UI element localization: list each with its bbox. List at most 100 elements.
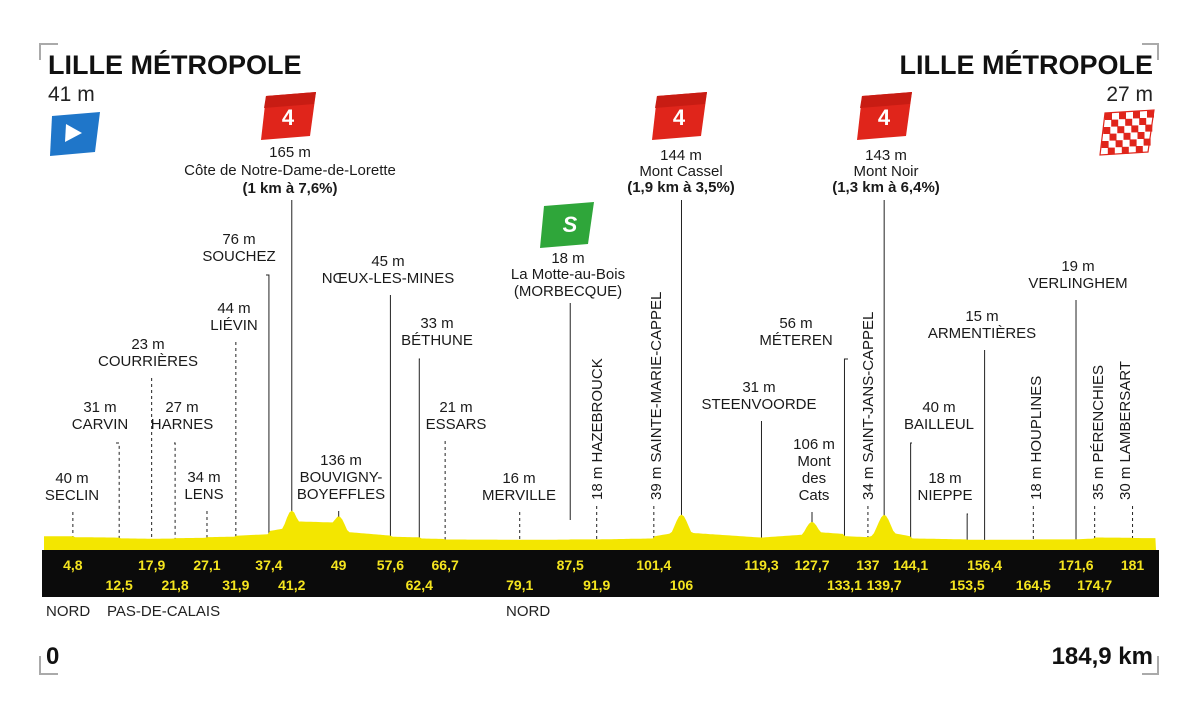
distance-start: 0 bbox=[46, 643, 59, 670]
km-label: 133,1 bbox=[827, 577, 862, 593]
finish-flag-icon bbox=[1099, 109, 1155, 156]
place-name: LENS bbox=[184, 486, 223, 503]
place-name: 30 m LAMBERSART bbox=[1117, 361, 1134, 500]
place-name: Cats bbox=[799, 487, 830, 504]
place-altitude: 136 m bbox=[320, 452, 362, 469]
km-label: 87,5 bbox=[557, 557, 584, 573]
place-name: 18 m HAZEBROUCK bbox=[589, 358, 606, 500]
place-name: BOYEFFLES bbox=[297, 486, 385, 503]
climb-detail: (1,3 km à 6,4%) bbox=[832, 179, 940, 196]
climb-3: 4 bbox=[857, 92, 912, 140]
km-label: 181 bbox=[1121, 557, 1145, 573]
sprint-badge-icon bbox=[540, 202, 594, 248]
place-name: LIÉVIN bbox=[210, 317, 258, 334]
place-label-vertical: 18 m HOUPLINES bbox=[1028, 376, 1045, 500]
sprint-marker: S bbox=[540, 202, 594, 248]
place-name: Mont bbox=[797, 453, 831, 470]
place-name: COURRIÈRES bbox=[98, 353, 198, 370]
leader-line bbox=[266, 274, 270, 548]
climb-badge-shade bbox=[655, 92, 707, 108]
place-name: SOUCHEZ bbox=[202, 248, 275, 265]
finish-flag-square bbox=[1109, 133, 1117, 141]
leader-line bbox=[174, 442, 176, 548]
place-altitude: 76 m bbox=[222, 231, 255, 248]
place-label-vertical: 35 m PÉRENCHIES bbox=[1090, 365, 1107, 500]
region-nord-2: NORD bbox=[506, 603, 550, 620]
climb-badge-shade bbox=[264, 92, 316, 108]
finish-flag-square bbox=[1117, 126, 1125, 134]
place-name: CARVIN bbox=[72, 416, 128, 433]
finish-flag-square bbox=[1121, 146, 1129, 154]
finish-flag-square bbox=[1131, 125, 1139, 133]
place-altitude: 56 m bbox=[779, 315, 812, 332]
elevation-profile bbox=[44, 510, 1156, 550]
finish-flag-square bbox=[1135, 146, 1143, 153]
place-altitude: 18 m bbox=[928, 470, 961, 487]
climb-name: Mont Cassel bbox=[639, 163, 722, 180]
finish-title: LILLE MÉTROPOLE bbox=[900, 49, 1154, 80]
sprint-label: S bbox=[563, 212, 578, 237]
place-name: ARMENTIÈRES bbox=[928, 325, 1036, 342]
km-label: 137 bbox=[856, 557, 880, 573]
km-label: 4,8 bbox=[63, 557, 83, 573]
climb-category: 4 bbox=[878, 105, 891, 130]
km-label: 66,7 bbox=[432, 557, 459, 573]
km-label: 12,5 bbox=[106, 577, 133, 593]
km-label: 41,2 bbox=[278, 577, 305, 593]
place-altitude: 16 m bbox=[502, 470, 535, 487]
place-altitude: 40 m bbox=[55, 470, 88, 487]
km-label: 171,6 bbox=[1058, 557, 1093, 573]
finish-flag-square bbox=[1103, 127, 1111, 134]
frame-brackets bbox=[39, 43, 1159, 675]
km-label: 37,4 bbox=[255, 557, 282, 573]
start-title: LILLE MÉTROPOLE bbox=[48, 49, 302, 80]
climb-altitude: 144 m bbox=[660, 147, 702, 164]
sprint-altitude: 18 m bbox=[551, 250, 584, 267]
place-label-vertical: 18 m HAZEBROUCK bbox=[589, 358, 606, 500]
place-altitude: 31 m bbox=[742, 379, 775, 396]
km-label: 164,5 bbox=[1016, 577, 1051, 593]
finish-flag-square bbox=[1145, 124, 1153, 132]
km-label: 156,4 bbox=[967, 557, 1002, 573]
leader-line bbox=[910, 442, 912, 548]
place-altitude: 40 m bbox=[922, 399, 955, 416]
sprint-name: La Motte-au-Bois bbox=[511, 266, 625, 283]
km-label: 79,1 bbox=[506, 577, 533, 593]
climb-detail: (1,9 km à 3,5%) bbox=[627, 179, 735, 196]
finish-flag-square bbox=[1111, 119, 1119, 127]
climb-category: 4 bbox=[673, 105, 686, 130]
place-name: NIEPPE bbox=[917, 487, 972, 504]
leader-line bbox=[843, 358, 848, 548]
place-label-vertical: 39 m SAINTE-MARIE-CAPPEL bbox=[648, 292, 665, 500]
climb-detail: (1 km à 7,6%) bbox=[242, 180, 337, 197]
km-label: 101,4 bbox=[636, 557, 671, 573]
km-band bbox=[42, 550, 1159, 597]
climb-2: 4 bbox=[652, 92, 707, 140]
climb-category: 4 bbox=[282, 105, 295, 130]
place-name: 35 m PÉRENCHIES bbox=[1090, 365, 1107, 500]
finish-flag-square bbox=[1123, 132, 1131, 140]
place-name: ESSARS bbox=[426, 416, 487, 433]
place-name: des bbox=[802, 470, 826, 487]
place-name: BOUVIGNY- bbox=[300, 469, 383, 486]
leader-line bbox=[418, 358, 420, 548]
km-label: 139,7 bbox=[867, 577, 902, 593]
km-label: 49 bbox=[331, 557, 347, 573]
finish-flag-square bbox=[1137, 132, 1145, 139]
finish-flag-square bbox=[1129, 139, 1137, 147]
place-altitude: 31 m bbox=[83, 399, 116, 416]
km-label: 127,7 bbox=[794, 557, 829, 573]
